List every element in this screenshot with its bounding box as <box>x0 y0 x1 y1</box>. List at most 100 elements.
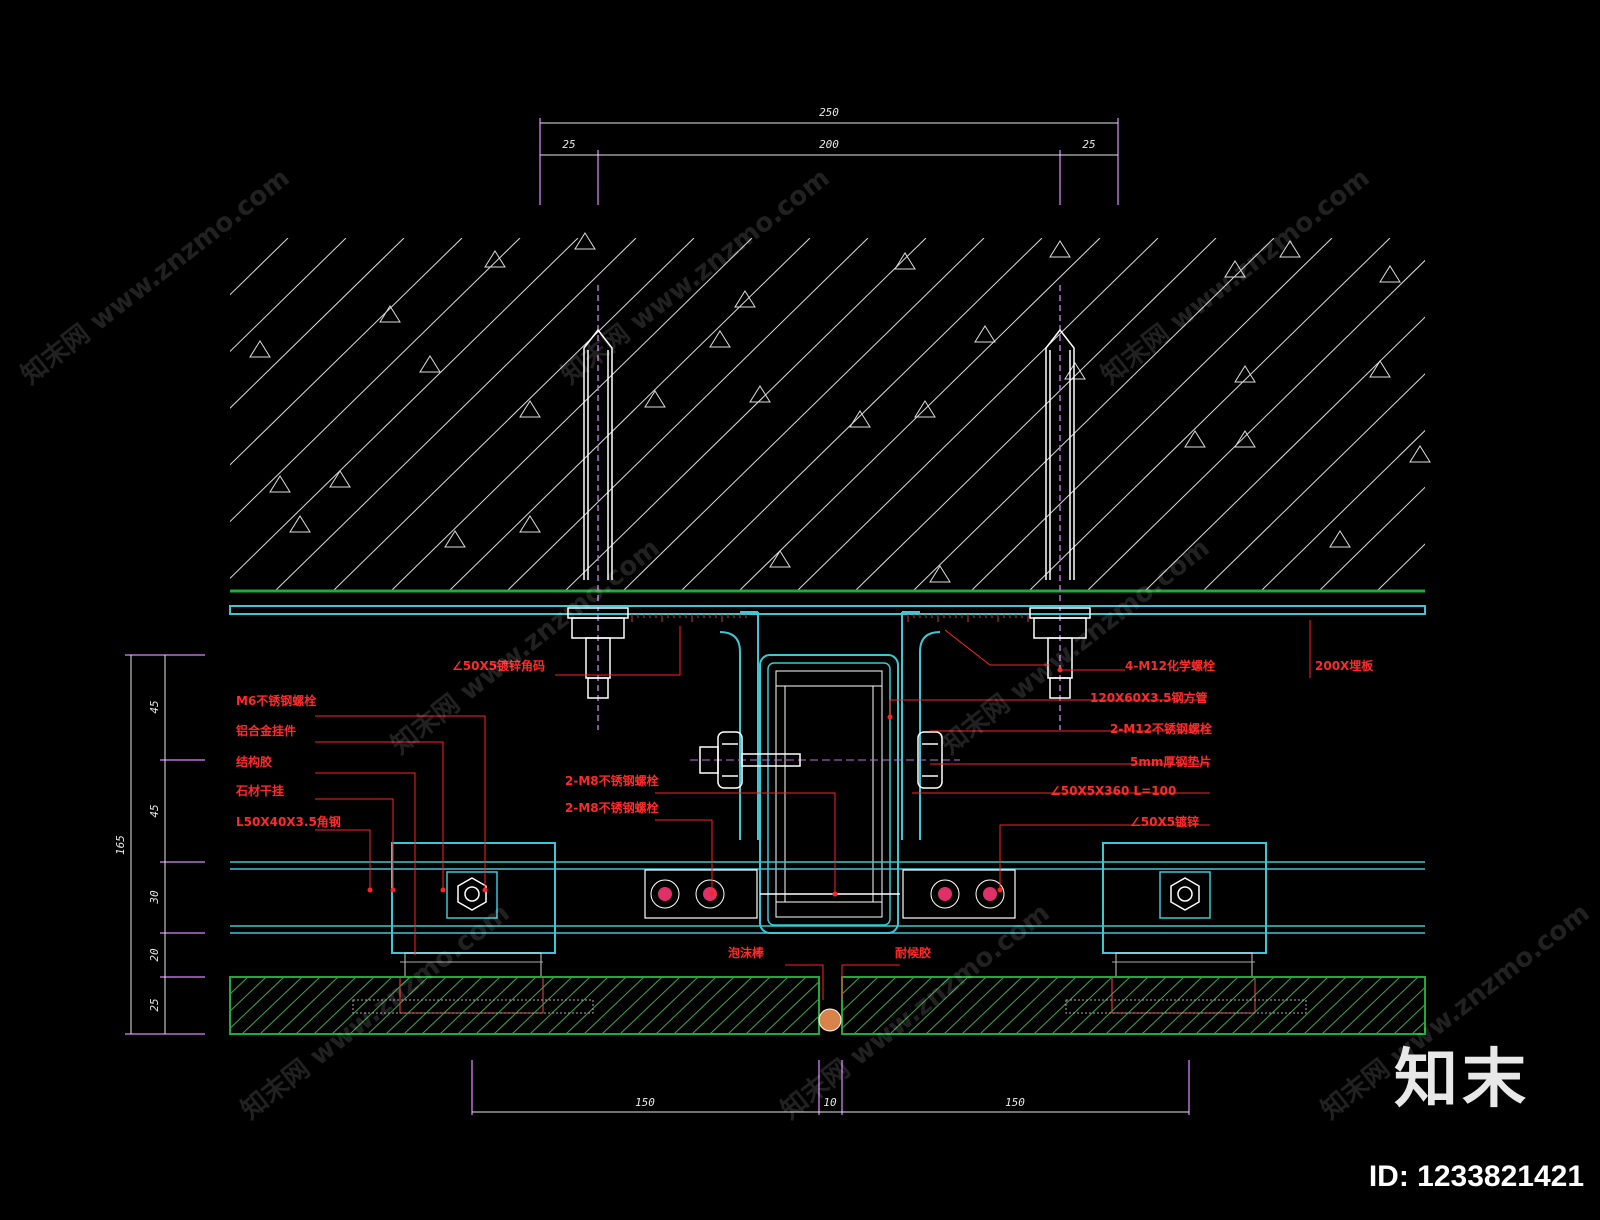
hatch-line <box>1231 977 1293 1034</box>
dim-right-25: 25 <box>1082 138 1095 151</box>
hatch-line <box>943 977 1005 1034</box>
aggregate-mark <box>1279 240 1301 258</box>
aggregate-mark <box>709 330 731 348</box>
dim-total-165: 165 <box>114 835 127 855</box>
hatch-line <box>1087 977 1149 1034</box>
hatch-line <box>230 238 579 579</box>
annotation-labels: ∠50X5镀锌角码 4-M12化学螺栓 120X60X3.5钢方管 2-M12不… <box>235 658 1374 960</box>
hatch-line <box>1123 977 1185 1034</box>
label-spacer: 5mm厚钢垫片 <box>1130 754 1211 769</box>
aggregate-mark <box>519 400 541 418</box>
aggregate-mark <box>1409 445 1431 463</box>
aggregate-mark <box>974 325 996 343</box>
connector-plate-right <box>902 869 1016 919</box>
label-angle-long: ∠50X5X360 L=100 <box>1050 784 1176 798</box>
hatch-line <box>507 238 869 590</box>
hatch-line <box>295 977 357 1034</box>
hatch-line <box>1177 977 1239 1034</box>
hatch-line <box>907 977 969 1034</box>
stone-panel-right <box>841 976 1426 1035</box>
hatch-line <box>727 977 789 1034</box>
hatch-line <box>913 238 1275 590</box>
watermark-text: 知末网 www.znzmo.com <box>16 163 296 391</box>
hatch-line <box>871 977 933 1034</box>
hatch-line <box>797 238 1159 590</box>
hatch-line <box>1319 486 1425 590</box>
hatch-line <box>385 977 447 1034</box>
hatch-line <box>619 977 681 1034</box>
anchor-bolt-left <box>567 285 629 730</box>
dim-bottom-right-150: 150 <box>1005 1096 1025 1109</box>
label-left-2: 铝合金挂件 <box>236 723 296 738</box>
hatch-line <box>1069 977 1131 1034</box>
hatch-line <box>529 977 591 1034</box>
dim-left-25: 25 <box>562 138 575 151</box>
aggregate-mark <box>1329 530 1351 548</box>
label-angle-top-left: ∠50X5镀锌角码 <box>452 658 545 673</box>
aggregate-mark <box>1224 260 1246 278</box>
aggregate-mark <box>749 385 771 403</box>
hatch-line <box>230 977 267 1012</box>
hatch-line <box>230 977 249 995</box>
aggregate-mark <box>269 475 291 493</box>
hatch-line <box>855 238 1217 590</box>
leader-lines <box>315 620 1311 1000</box>
hatch-line <box>709 977 771 1034</box>
label-bolts-anchor: 4-M12化学螺栓 <box>1125 658 1215 673</box>
label-embed-plate: 200X埋板 <box>1315 658 1374 673</box>
glue-pad-right <box>1065 999 1307 1014</box>
hatch-line <box>1249 977 1311 1034</box>
label-seal-right: 耐候胶 <box>895 945 931 960</box>
hatch-line <box>1285 977 1347 1034</box>
stone-panel-left <box>229 976 820 1035</box>
hatch-line <box>349 977 411 1034</box>
dim-seg-1: 45 <box>148 700 161 713</box>
hatch-line <box>842 977 897 1029</box>
aggregate-mark <box>1379 265 1401 283</box>
hatch-line <box>230 238 405 409</box>
hatch-line <box>439 977 501 1034</box>
hatch-line <box>623 238 985 590</box>
aggregate-mark <box>769 550 791 568</box>
dim-overall-250: 250 <box>819 106 839 119</box>
hatch-line <box>391 238 753 590</box>
aggregate-mark <box>1369 360 1391 378</box>
hatch-line <box>1203 373 1425 590</box>
hatch-line <box>333 238 695 590</box>
glue-pad-left <box>352 999 594 1014</box>
hatch-line <box>275 238 637 590</box>
label-left-4: 石材干挂 <box>235 783 284 798</box>
hatch-line <box>1051 977 1113 1034</box>
angle-bracket-top-left <box>719 611 759 840</box>
hatch-line <box>842 977 879 1012</box>
dimension-bottom: 150 10 150 <box>471 1060 1190 1115</box>
hatch-line <box>1321 977 1383 1034</box>
hatch-line <box>1357 977 1419 1034</box>
hatch-line <box>739 238 1101 590</box>
aggregate-mark <box>1234 365 1256 383</box>
hatch-line <box>230 238 347 353</box>
hatch-line <box>853 977 915 1034</box>
aggregate-mark <box>1064 362 1086 380</box>
aggregate-mark <box>1234 430 1256 448</box>
hatch-line <box>637 977 699 1034</box>
hatch-line <box>745 977 807 1034</box>
aggregate-mark <box>894 252 916 270</box>
hatch-line <box>691 977 753 1034</box>
hatch-line <box>1375 986 1425 1034</box>
label-left-3: 结构胶 <box>236 754 272 769</box>
dim-bottom-joint-10: 10 <box>823 1096 837 1109</box>
hatch-line <box>961 977 1023 1034</box>
dimension-top: 250 25 200 25 <box>539 106 1119 205</box>
aggregate-mark <box>289 515 311 533</box>
label-seal-left: 泡沫棒 <box>728 945 765 960</box>
watermarks: 知末网 www.znzmo.com 知末网 www.znzmo.com 知末网 … <box>16 163 1596 1126</box>
concrete-slab <box>230 232 1431 590</box>
angle-bracket-top-right <box>901 611 941 840</box>
id-label: ID: 1233821421 <box>1368 1160 1584 1193</box>
hatch-line <box>1029 238 1391 590</box>
foam-backer-rod <box>818 1008 842 1032</box>
watermark-text: 知末网 www.znzmo.com <box>1096 163 1376 391</box>
hatch-line <box>763 981 819 1034</box>
aggregate-mark <box>419 355 441 373</box>
